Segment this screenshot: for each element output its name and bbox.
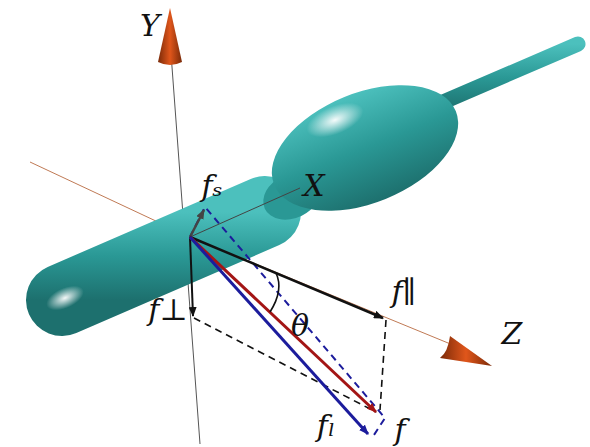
force-label: f [394,415,405,445]
force-label: fₛ [201,171,222,201]
force-label: fₗ [317,411,335,441]
axis-label: X [303,171,324,201]
force-label: f∥ [392,277,417,307]
axis-label: Y [140,11,160,41]
force-label: f⊥ [148,295,187,325]
axis-label: Z [502,319,523,349]
angle-label: θ [291,311,309,341]
